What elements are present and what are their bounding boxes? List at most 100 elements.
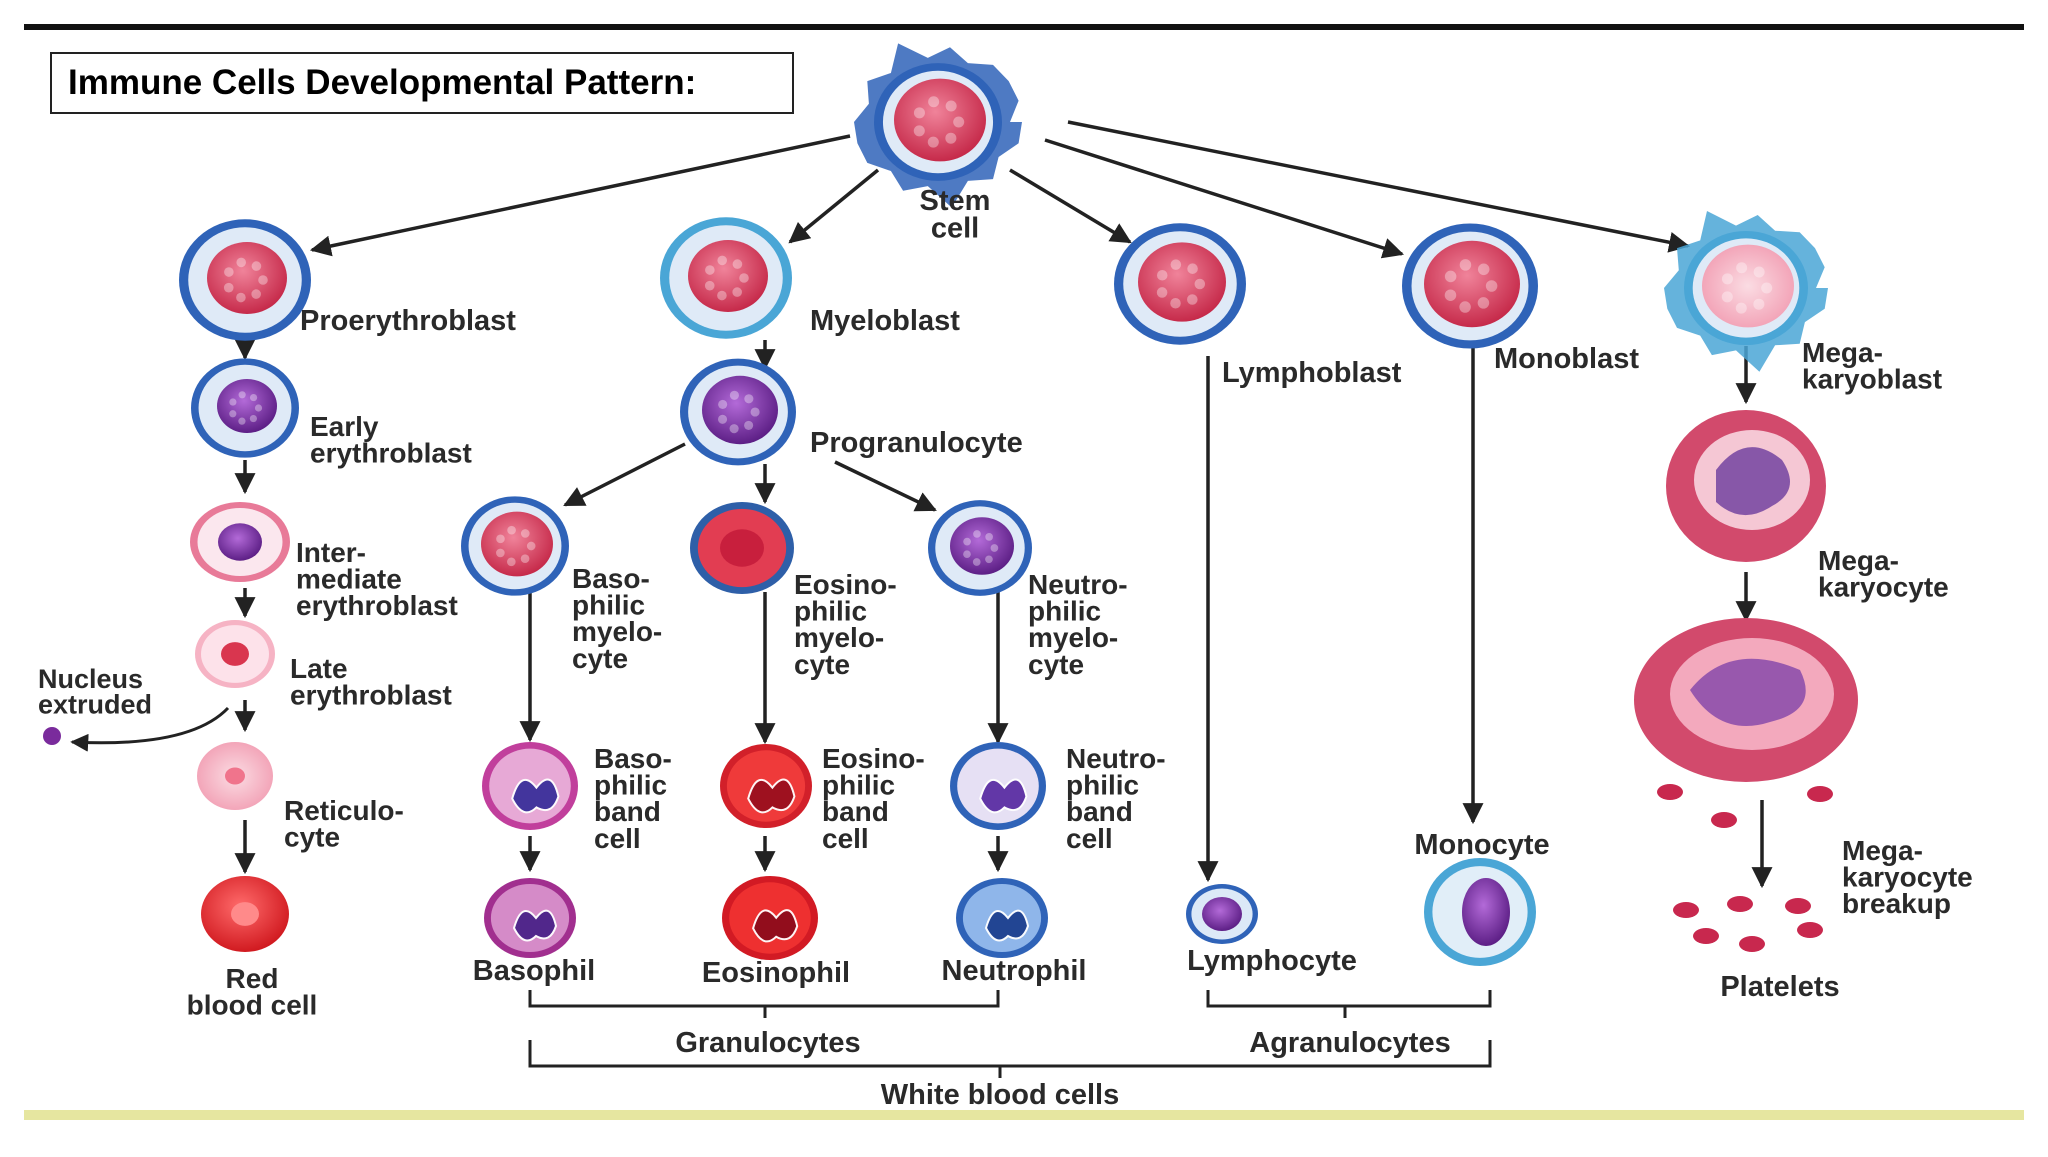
reticulocyte-cell [197, 742, 273, 810]
intermediate-erythroblast-label-line: erythroblast [296, 590, 458, 621]
late-erythroblast-label-line: Late [290, 653, 348, 684]
stem-label-line: Stem [920, 185, 991, 217]
reticulocyte-label-line: Reticulo- [284, 795, 404, 826]
reticulocyte-label-line: cyte [284, 822, 340, 853]
megakaryoblast-label-line: karyoblast [1802, 364, 1942, 395]
eosinophilic-myelocyte-cell [690, 502, 794, 594]
monocyte-cell [1424, 858, 1536, 966]
arrow-nucleus-extruded [70, 706, 230, 752]
proerythroblast-label-line: Proerythroblast [300, 305, 516, 337]
arrow-stem-monoblast [1044, 138, 1405, 259]
neutrophilic-band-label-line: band [1066, 796, 1133, 827]
page-title: Immune Cells Developmental Pattern: [50, 52, 794, 114]
nucleus-extruded-label-line: extruded [38, 690, 152, 720]
monoblast-cell [1402, 223, 1538, 349]
stem-label-line: cell [931, 213, 979, 245]
lymphoblast-label: Lymphoblast [1222, 357, 1402, 389]
lymphoblast-cell [1114, 223, 1246, 345]
platelet [1739, 936, 1765, 952]
monoblast-label: Monoblast [1494, 343, 1639, 375]
eosinophilic-myelocyte-label-line: cyte [794, 649, 850, 680]
eosinophilic-band-label-line: band [822, 796, 889, 827]
late-erythroblast-label-line: erythroblast [290, 680, 452, 711]
agranulocytes-label-line: Agranulocytes [1249, 1027, 1450, 1059]
eosinophilic-band-label-line: philic [822, 770, 895, 801]
neutrophil-label-line: Neutrophil [942, 955, 1087, 987]
basophilic-myelocyte-label-line: philic [572, 590, 645, 621]
basophilic-myelocyte-label-line: cyte [572, 643, 628, 674]
proerythroblast-label: Proerythroblast [300, 305, 516, 337]
megakaryocyte-cell [1666, 410, 1826, 562]
intermediate-erythroblast-cell [190, 502, 290, 582]
bracket-agranulocytes [1206, 990, 1492, 1018]
lymphocyte-label-line: Lymphocyte [1187, 945, 1357, 977]
lymphocyte-cell [1186, 884, 1258, 944]
arrow-stem-megakaryoblast [1067, 120, 1691, 253]
eosinophilic-myelocyte-label-line: myelo- [794, 622, 884, 653]
basophilic-myelocyte-label-line: Baso- [572, 563, 650, 594]
basophil-label-line: Basophil [473, 955, 595, 987]
bracket-white-blood-cells [528, 1040, 1492, 1078]
breakup-fragment [1807, 786, 1833, 802]
monoblast-label-line: Monoblast [1494, 343, 1639, 375]
eosinophilic-band-label-line: cell [822, 823, 869, 854]
basophilic-band-label-line: Baso- [594, 743, 672, 774]
megakaryoblast-label-line: Mega- [1802, 337, 1883, 368]
basophilic-band-label-line: band [594, 796, 661, 827]
megakaryocyte-breakup-cell [1634, 618, 1858, 782]
arrow-progranulocyte-neutrophilic [834, 460, 937, 512]
bracket-granulocytes [528, 990, 1000, 1018]
neutrophilic-myelocyte-label-line: philic [1028, 596, 1101, 627]
intermediate-erythroblast-label-line: Inter- [296, 537, 366, 568]
megakaryocyte-breakup-label-line: breakup [1842, 888, 1951, 919]
eosinophilic-myelocyte-label-line: philic [794, 596, 867, 627]
intermediate-erythroblast-label-line: mediate [296, 564, 402, 595]
agranulocytes-label: Agranulocytes [1249, 1027, 1450, 1059]
platelet [1797, 922, 1823, 938]
granulocytes-label: Granulocytes [675, 1027, 860, 1059]
cell-layer [43, 43, 1858, 966]
nucleus-extruded-label-line: Nucleus [38, 664, 143, 694]
neutrophilic-myelocyte-label-line: myelo- [1028, 622, 1118, 653]
myeloblast-label-line: Myeloblast [810, 305, 960, 337]
platelet [1693, 928, 1719, 944]
monocyte-label-line: Monocyte [1414, 829, 1549, 861]
megakaryocyte-label-line: Mega- [1818, 545, 1899, 576]
late-erythroblast-cell [195, 620, 275, 688]
red-blood-cell-label-line: Red [226, 963, 279, 994]
progranulocyte-cell [680, 358, 796, 466]
megakaryoblast-label: Mega-karyoblast [1802, 337, 1942, 395]
megakaryoblast-cell [1664, 211, 1828, 372]
lymphocyte-label: Lymphocyte [1187, 945, 1357, 977]
progranulocyte-label-line: Progranulocyte [810, 427, 1023, 459]
early-erythroblast-cell [191, 358, 299, 458]
neutrophilic-myelocyte-label-line: cyte [1028, 649, 1084, 680]
megakaryocyte-label: Mega-karyocyte [1818, 545, 1949, 603]
eosinophilic-band-cell [720, 744, 812, 828]
platelets-label: Platelets [1720, 971, 1839, 1003]
proerythroblast-cell [179, 219, 311, 341]
platelets-label-line: Platelets [1720, 971, 1839, 1003]
early-erythroblast-label-line: Early [310, 411, 379, 442]
basophilic-band-label-line: philic [594, 770, 667, 801]
breakup-fragment [1657, 784, 1683, 800]
megakaryocyte-label-line: karyocyte [1818, 572, 1949, 603]
stem-cell [854, 43, 1022, 208]
arrow-stem-myeloblast [788, 168, 880, 244]
bottom-frame-bar [24, 1110, 2024, 1120]
neutrophil-cell [956, 878, 1048, 958]
eosinophil-label-line: Eosinophil [702, 957, 850, 989]
eosinophil-cell [722, 876, 818, 960]
